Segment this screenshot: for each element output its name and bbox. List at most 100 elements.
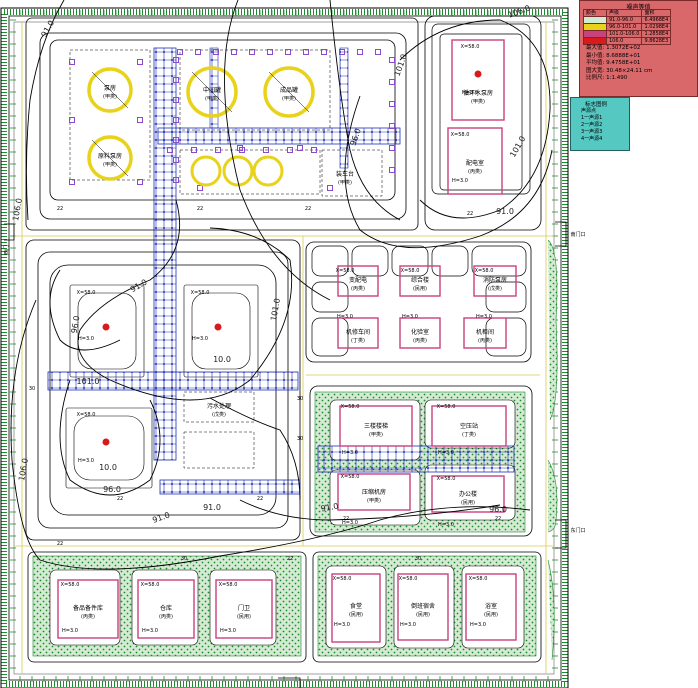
building-class: (甲类) (471, 98, 485, 105)
legend-swatch (583, 37, 607, 45)
building-class: (民用) (237, 614, 251, 620)
legend-area: 9.8628E3 (641, 37, 672, 45)
contour-label: 106.0 (507, 4, 532, 20)
legend-header-row: 颜色 声级 面积 (583, 9, 672, 17)
purple-marker (231, 49, 237, 55)
purple-marker (389, 101, 395, 107)
label-layer: 循环水泵房(甲类)配电室(丙类)变配电(丙类)综合楼(民用)消防泵房(戊类)机修… (3, 4, 586, 634)
purple-marker (389, 57, 395, 63)
purple-marker (389, 123, 395, 129)
building-name: 消防泵房 (483, 276, 507, 284)
purple-marker (339, 49, 345, 55)
noise-legend-panel: 噪声等值 颜色 声级 面积 91.0-96.0 6.4968E4 96.0-10… (579, 0, 698, 97)
building-class: (甲类) (205, 95, 219, 102)
building-class: (戊类) (488, 285, 502, 292)
coord-tag: X=58.0 (469, 576, 488, 582)
contour-label: 10.0 (213, 355, 231, 364)
stat-min: 最小值: 8.6888E+01 (586, 52, 641, 59)
key-row: 1一声源1 (581, 115, 603, 121)
dimension-label: 30 (181, 556, 187, 562)
contour-label: 106.0 (17, 458, 30, 482)
height-tag: H=3.0 (402, 314, 418, 320)
coord-tag: X=58.0 (77, 290, 96, 296)
legend-row: 101.0-106.0 1.2858E4 (583, 30, 672, 38)
height-tag: H=3.0 (452, 178, 468, 184)
legend-title: 噪声等值 (626, 4, 651, 11)
height-tag: H=3.0 (470, 622, 486, 628)
building-name: 污水处理 (207, 402, 231, 410)
building-name: 门卫 (238, 604, 250, 612)
key-row: 2一声源2 (581, 122, 603, 128)
building-name: 化验室 (411, 328, 429, 336)
purple-marker (173, 157, 179, 163)
building-class: (甲类) (338, 179, 352, 186)
height-tag: H=3.0 (192, 336, 208, 342)
building-name: 食堂 (350, 602, 362, 610)
height-tag: H=3.0 (462, 90, 478, 96)
building-name: 综合楼 (411, 276, 429, 284)
storage-tanks (87, 66, 315, 187)
building-class: (甲类) (103, 161, 117, 168)
dimension-label: 22 (287, 556, 293, 562)
key-title: 标志图例 (585, 102, 608, 108)
contour-label: 96.0 (103, 485, 121, 494)
contour-label: 91.0 (496, 207, 514, 216)
purple-marker (249, 49, 255, 55)
building-name: 空压站 (460, 422, 478, 430)
key-row: 3一声源3 (581, 129, 603, 135)
road-centerlines (14, 22, 554, 674)
building-class: (戊类) (212, 411, 226, 418)
contour-label: 91.0 (129, 277, 149, 294)
contour-label: 101.0 (269, 298, 282, 322)
building-class: (丙类) (81, 613, 95, 620)
purple-marker (173, 57, 179, 63)
dimension-label: 22 (343, 516, 349, 522)
coord-tag: X=58.0 (61, 582, 80, 588)
purple-marker (357, 49, 363, 55)
height-tag: H=3.0 (400, 622, 416, 628)
legend-row: 91.0-96.0 6.4968E4 (583, 16, 672, 24)
building-class: (丙类) (468, 168, 482, 175)
legend-area: 1.2858E4 (641, 30, 672, 38)
building-class: (民用) (413, 286, 427, 292)
dimension-label: 22 (117, 496, 123, 502)
boundary-green-band (0, 7, 569, 688)
noise-contours (10, 0, 553, 570)
purple-marker (197, 185, 203, 191)
contour-label: 91.0 (320, 502, 339, 514)
green-area-paths (49, 399, 525, 649)
legend-level: 101.0-106.0 (605, 30, 643, 38)
building-class: (甲类) (103, 93, 117, 100)
stat-scale: 比例尺: 1:1.490 (586, 75, 628, 81)
coord-tag: X=58.0 (461, 44, 480, 50)
purple-markers (69, 49, 395, 191)
purple-marker (213, 49, 219, 55)
purple-marker (137, 179, 143, 185)
height-tag: H=3.0 (476, 314, 492, 320)
height-tag: H=3.0 (78, 336, 94, 342)
height-tag: H=3.0 (342, 520, 358, 526)
height-tag: H=3.0 (438, 450, 454, 456)
coord-tag: X=58.0 (437, 404, 456, 410)
coord-tag: X=58.0 (333, 576, 352, 582)
legend-swatch (583, 16, 607, 24)
legend-header-level: 声级 (605, 9, 643, 17)
pipe-rack-grid (47, 47, 515, 495)
key-row: 4一声源4 (581, 136, 603, 142)
building-name: 三楼楼梯 (364, 422, 388, 430)
legend-header-color: 颜色 (583, 9, 607, 17)
building-class: (甲类) (282, 95, 296, 102)
contour-label: 96.0 (489, 505, 507, 514)
legend-row: 106.0 9.8628E3 (583, 37, 672, 45)
contour-label: 101.0 (508, 135, 527, 159)
coord-tag: X=58.0 (475, 268, 494, 274)
dimension-label: 22 (305, 206, 311, 212)
purple-marker (173, 117, 179, 123)
stat-size: 图大宽: 30.48×24.11 cm (586, 67, 653, 74)
building-name: 仓库 (160, 604, 172, 612)
height-tag: H=3.0 (62, 628, 78, 634)
coord-tag: X=58.0 (77, 412, 96, 418)
purple-marker (69, 59, 75, 65)
boundary-ticks (10, 10, 558, 682)
purple-marker (267, 49, 273, 55)
